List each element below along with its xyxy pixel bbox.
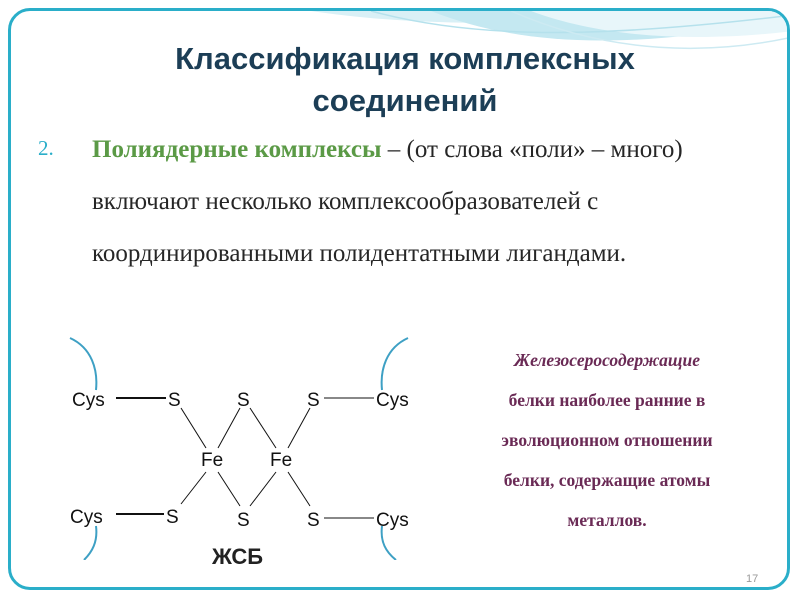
callout-line-4: белки, содержащие атомы	[503, 470, 711, 490]
left-bracket-top	[69, 337, 98, 391]
left-bracket-bottom	[83, 525, 98, 560]
bond-s3-fe2	[287, 407, 311, 449]
bond-fe1-s4	[180, 471, 207, 505]
fe-atom-2: Fe	[270, 450, 292, 471]
cys-label-bottom-right: Cys	[376, 510, 409, 531]
bond-fe1-s5	[217, 471, 241, 507]
s-atom-5: S	[237, 510, 250, 531]
title-line-1: Классификация комплексных	[175, 41, 635, 76]
callout-line-5: металлов.	[567, 510, 647, 530]
cys-label-bottom-left: Cys	[70, 507, 103, 528]
callout-line-2: белки наиболее ранние в	[508, 390, 706, 410]
callout-line-3: эволюционном отношении	[501, 430, 713, 450]
definition-text: – (от слова «поли» – много) включают нес…	[92, 136, 683, 267]
fe2s2-cluster-diagram: Cys S S S Cys Fe Fe Cys S S S Cys	[69, 337, 409, 560]
right-bracket-top	[380, 337, 409, 391]
s-atom-3: S	[307, 390, 320, 411]
title-line-2: соединений	[312, 83, 498, 118]
cys-label-top-right: Cys	[376, 390, 409, 411]
definition-paragraph: Полиядерные комплексы – (от слова «поли»…	[92, 124, 752, 280]
bond-s1-fe1	[180, 407, 207, 449]
slide-frame	[8, 8, 790, 590]
bond-fe2-s5	[249, 471, 277, 507]
right-bracket-bottom	[380, 525, 397, 560]
bond-s2-fe1	[217, 407, 241, 449]
bond-fe2-s6	[287, 471, 311, 507]
slide-title: Классификация комплексных соединений	[60, 38, 750, 122]
s-atom-4: S	[166, 507, 179, 528]
callout-line-1: Железосеросодержащие	[514, 350, 700, 370]
bond-s2-fe2	[249, 407, 277, 449]
decorative-wave	[311, 11, 787, 50]
term-polynuclear: Полиядерные комплексы	[92, 136, 382, 163]
s-atom-6: S	[307, 510, 320, 531]
diagram-caption: ЖСБ	[212, 544, 264, 569]
cys-label-top-left: Cys	[72, 390, 105, 411]
page-number: 17	[746, 573, 759, 585]
callout-text: Железосеросодержащие белки наиболее ранн…	[452, 340, 762, 540]
s-atom-1: S	[168, 390, 181, 411]
list-number: 2.	[38, 136, 54, 160]
fe-atom-1: Fe	[201, 450, 223, 471]
s-atom-2: S	[237, 390, 250, 411]
